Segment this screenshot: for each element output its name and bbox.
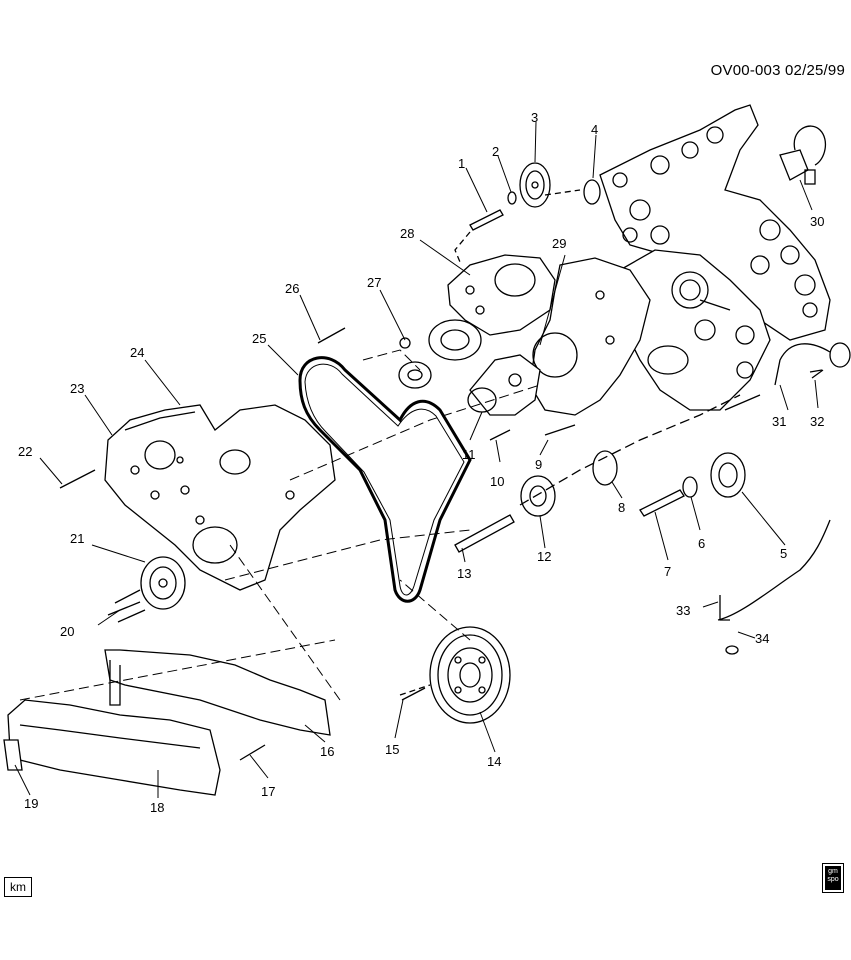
bolt <box>469 209 504 231</box>
bolt <box>239 744 266 761</box>
callout-26: 26 <box>285 281 299 296</box>
crank-bolt <box>639 489 685 517</box>
bolt <box>317 327 346 344</box>
callout-9: 9 <box>535 457 542 472</box>
sensor-wire <box>717 519 831 621</box>
lower-timing-cover <box>7 649 331 796</box>
callout-10: 10 <box>490 474 504 489</box>
bolt <box>59 469 96 489</box>
callout-30: 30 <box>810 214 824 229</box>
cover-clip <box>3 739 23 771</box>
bolt <box>811 369 824 379</box>
idler-spacer <box>592 450 618 486</box>
callout-7: 7 <box>664 564 671 579</box>
callout-34: 34 <box>755 631 769 646</box>
camshaft-position-sensor <box>779 125 827 185</box>
callout-11: 11 <box>462 447 476 462</box>
callout-21: 21 <box>70 531 84 546</box>
thrust-washer <box>682 476 698 498</box>
bolt <box>544 424 576 436</box>
front-timing-cover <box>104 404 336 591</box>
washer <box>507 191 517 205</box>
callout-4: 4 <box>591 122 598 137</box>
callout-15: 15 <box>385 742 399 757</box>
callout-1: 1 <box>458 156 465 171</box>
callout-18: 18 <box>150 800 164 815</box>
callout-19: 19 <box>24 796 38 811</box>
callout-8: 8 <box>618 500 625 515</box>
callout-5: 5 <box>780 546 787 561</box>
harmonic-balancer <box>140 556 186 610</box>
callout-25: 25 <box>252 331 266 346</box>
tensioner-assembly <box>398 319 482 389</box>
callout-6: 6 <box>698 536 705 551</box>
camshaft-sprocket <box>519 162 551 208</box>
callout-24: 24 <box>130 345 144 360</box>
callout-23: 23 <box>70 381 84 396</box>
gm-spo-logo: gm spo <box>822 863 844 893</box>
callout-22: 22 <box>18 444 32 459</box>
callout-2: 2 <box>492 144 499 159</box>
callout-27: 27 <box>367 275 381 290</box>
callout-16: 16 <box>320 744 334 759</box>
callout-29: 29 <box>552 236 566 251</box>
bolt <box>401 687 426 701</box>
callout-13: 13 <box>457 566 471 581</box>
km-badge: km <box>4 877 32 897</box>
rear-timing-cover <box>529 257 651 416</box>
crankshaft-pulley <box>429 626 511 724</box>
callout-17: 17 <box>261 784 275 799</box>
timing-belt <box>298 356 472 603</box>
callout-32: 32 <box>810 414 824 429</box>
o-ring <box>725 645 739 655</box>
callout-31: 31 <box>772 414 786 429</box>
water-pump <box>467 354 541 416</box>
oil-pump-seal <box>647 345 689 375</box>
diagram-code-date: OV00-003 02/25/99 <box>710 62 845 79</box>
callout-12: 12 <box>537 549 551 564</box>
crankshaft-sprocket <box>520 475 556 517</box>
gm-spo-logo-text: gm spo <box>825 866 841 890</box>
bolt <box>489 429 511 441</box>
crankshaft-pulley-small <box>710 452 746 498</box>
oil-seal <box>583 179 601 205</box>
callout-20: 20 <box>60 624 74 639</box>
callout-33: 33 <box>676 603 690 618</box>
callout-3: 3 <box>531 110 538 125</box>
crankshaft-bolt <box>454 514 515 553</box>
crankshaft-sensor <box>774 342 851 386</box>
callout-14: 14 <box>487 754 501 769</box>
callout-28: 28 <box>400 226 414 241</box>
